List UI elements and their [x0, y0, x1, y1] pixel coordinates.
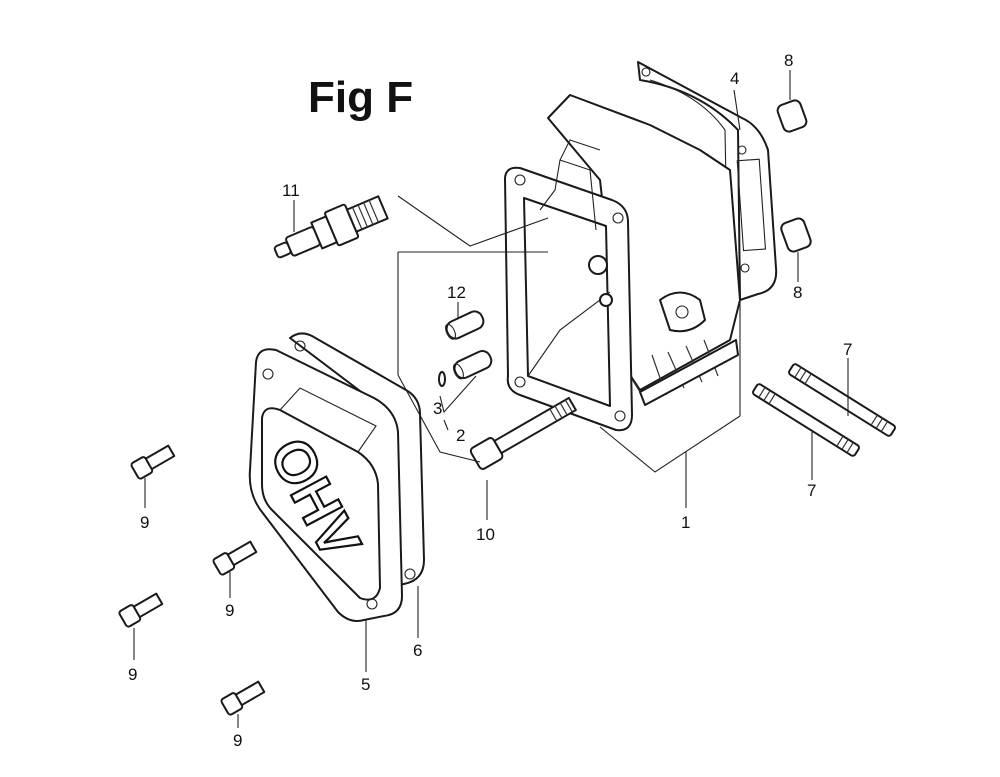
dowel-top [776, 99, 808, 133]
callout-9-b: 9 [225, 601, 234, 620]
cover-bolt [118, 592, 164, 628]
cylinder-head [504, 94, 741, 432]
callout-12: 12 [447, 283, 466, 302]
callout-11: 11 [282, 181, 300, 200]
callout-9-d: 9 [233, 731, 242, 750]
dowel-pin [444, 310, 485, 340]
callout-3: 3 [433, 399, 442, 418]
callout-1: 1 [681, 513, 690, 532]
cover-bolt [212, 540, 258, 576]
valve-cover: OHV [248, 348, 403, 622]
callout-7-upper: 7 [843, 340, 852, 359]
cover-bolt [130, 444, 176, 480]
dowel-side [780, 217, 812, 253]
cover-bolt [220, 680, 266, 716]
leader-lines [133, 70, 849, 728]
stud-bolt-upper [788, 363, 896, 437]
spark-plug [273, 195, 389, 259]
o-ring [438, 371, 446, 387]
figure-title: Fig F [308, 73, 413, 122]
callout-7-lower: 7 [807, 481, 816, 500]
stud-bolt-lower [752, 383, 860, 457]
callout-9-a: 9 [140, 513, 149, 532]
callout-5: 5 [361, 675, 370, 694]
dowel-pin-lower [452, 350, 493, 380]
callout-8-top: 8 [784, 51, 793, 70]
callout-10: 10 [476, 525, 495, 544]
head-gasket [637, 61, 778, 301]
callout-9-c: 9 [128, 665, 137, 684]
callout-4: 4 [730, 69, 739, 88]
head-bolt [469, 396, 577, 470]
callout-6: 6 [413, 641, 422, 660]
callout-2: 2 [456, 426, 465, 445]
callout-8-side: 8 [793, 283, 802, 302]
